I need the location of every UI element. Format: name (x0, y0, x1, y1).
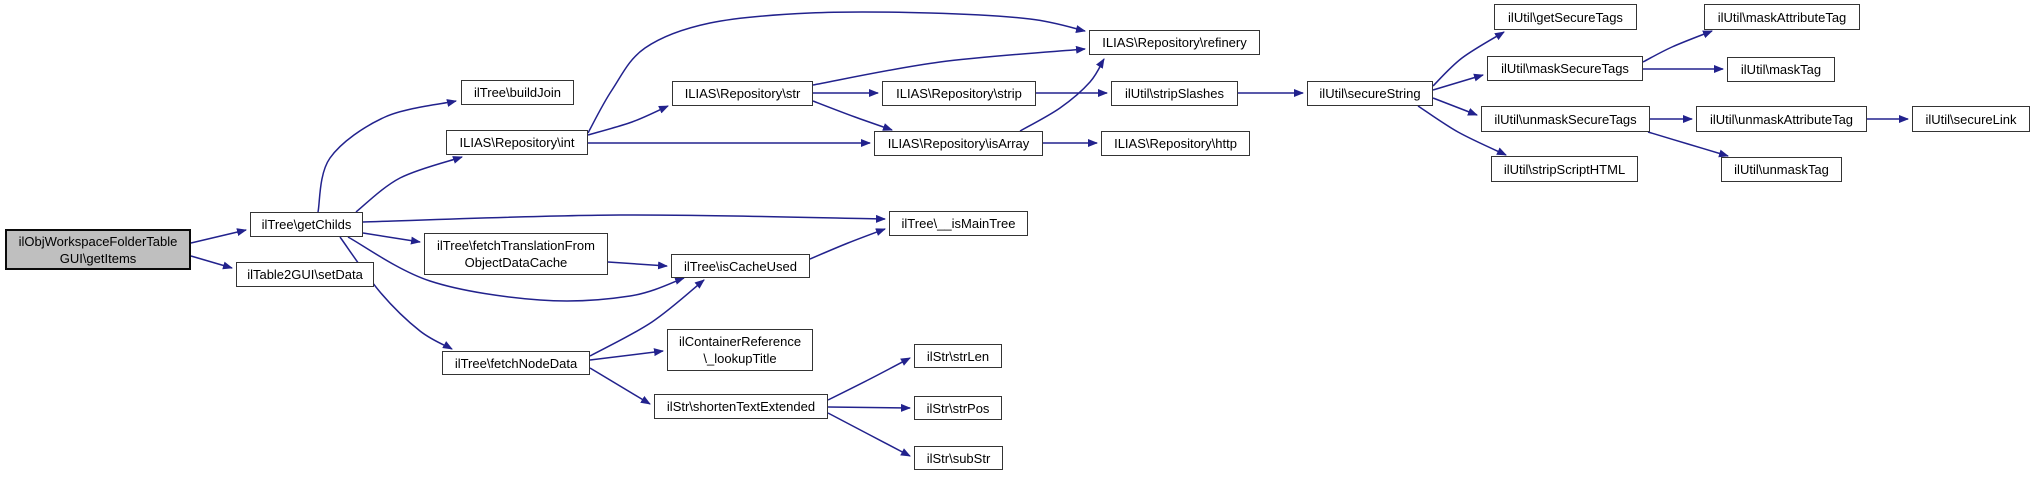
edge-fetchNodeData-to-isCacheUsed (589, 279, 705, 357)
node-getChilds[interactable]: ilTree\getChilds (250, 212, 363, 237)
node-label: ilStr\subStr (926, 450, 991, 466)
edge-fetchNodeData-to-lookupTitle (589, 348, 664, 361)
node-isArray[interactable]: ILIAS\Repository\isArray (874, 131, 1043, 156)
edge-secureString-to-maskSecureTags (1432, 73, 1484, 91)
edge-getChilds-to-int (355, 156, 463, 213)
node-label: ilTree\__isMainTree (901, 216, 1016, 231)
node-subStr[interactable]: ilStr\subStr (914, 446, 1003, 470)
edge-isCacheUsed-to-isMainTree (809, 228, 886, 260)
node-label: ilUtil\getSecureTags (1508, 9, 1623, 25)
node-label: ilTable2GUI\setData (247, 267, 363, 282)
node-unmaskAttributeTag[interactable]: ilUtil\unmaskAttributeTag (1696, 106, 1867, 132)
node-label: ilUtil\secureString (1319, 86, 1421, 101)
node-label: ilTree\buildJoin (474, 85, 561, 100)
edge-int-to-str (587, 105, 669, 136)
node-strLen[interactable]: ilStr\strLen (914, 344, 1002, 368)
node-label: ILIAS\Repository\refinery (1102, 35, 1247, 50)
node-setData[interactable]: ilTable2GUI\setData (236, 262, 374, 287)
edge-maskSecureTags-to-maskAttributeTag (1642, 30, 1713, 63)
edge-getChilds-to-fetchTranslation (362, 232, 421, 245)
node-unmaskTag[interactable]: ilUtil\unmaskTag (1721, 157, 1842, 182)
node-label: ILIAS\Repository\str (684, 86, 801, 101)
node-label: ilStr\strLen (926, 348, 990, 364)
node-label: ilTree\getChilds (261, 217, 352, 232)
node-maskAttributeTag[interactable]: ilUtil\maskAttributeTag (1704, 4, 1860, 30)
node-label: ilUtil\unmaskTag (1734, 162, 1829, 177)
edge-getItems-to-setData (190, 255, 233, 270)
edge-getChilds-to-isCacheUsed (347, 236, 685, 302)
node-getSecureTags[interactable]: ilUtil\getSecureTags (1494, 4, 1637, 30)
node-int[interactable]: ILIAS\Repository\int (446, 130, 588, 155)
node-label: ilUtil\stripSlashes (1125, 86, 1224, 101)
node-stripSlashes[interactable]: ilUtil\stripSlashes (1111, 81, 1238, 106)
node-label: ilObjWorkspaceFolderTable GUI\getItems (18, 233, 178, 266)
edge-secureString-to-unmaskSecureTags (1432, 97, 1478, 116)
node-getItems: ilObjWorkspaceFolderTable GUI\getItems (5, 229, 191, 270)
edge-fetchNodeData-to-shortenTextExtended (589, 367, 651, 405)
node-unmaskSecureTags[interactable]: ilUtil\unmaskSecureTags (1481, 106, 1650, 132)
edge-fetchTranslation-to-isCacheUsed (607, 261, 668, 270)
node-label: ilUtil\unmaskAttributeTag (1709, 111, 1854, 127)
node-buildJoin[interactable]: ilTree\buildJoin (461, 80, 574, 105)
edges-group (190, 11, 1909, 457)
edge-shortenTextExtended-to-subStr (827, 412, 911, 457)
node-label: ilTree\isCacheUsed (684, 258, 797, 274)
node-str[interactable]: ILIAS\Repository\str (672, 81, 813, 106)
node-isMainTree[interactable]: ilTree\__isMainTree (889, 211, 1028, 236)
node-label: ilStr\strPos (926, 400, 990, 416)
edge-getChilds-to-isMainTree (362, 214, 886, 223)
edge-getChilds-to-fetchNodeData (339, 236, 453, 350)
node-maskSecureTags[interactable]: ilUtil\maskSecureTags (1487, 56, 1643, 81)
node-label: ILIAS\Repository\http (1114, 136, 1237, 151)
node-label: ILIAS\Repository\strip (896, 86, 1022, 101)
node-label: ILIAS\Repository\int (459, 135, 575, 150)
node-label: ilStr\shortenTextExtended (666, 399, 816, 414)
edge-getItems-to-getChilds (190, 228, 247, 244)
edge-int-to-refinery (587, 11, 1086, 134)
node-lookupTitle[interactable]: ilContainerReference \_lookupTitle (667, 329, 813, 371)
node-shortenTextExtended[interactable]: ilStr\shortenTextExtended (654, 394, 828, 419)
node-label: ilUtil\maskSecureTags (1501, 61, 1629, 76)
node-label: ilUtil\stripScriptHTML (1503, 161, 1626, 177)
node-fetchTranslation[interactable]: ilTree\fetchTranslationFrom ObjectDataCa… (424, 233, 608, 275)
node-strPos[interactable]: ilStr\strPos (914, 396, 1002, 420)
node-label: ilTree\fetchTranslationFrom ObjectDataCa… (437, 238, 595, 270)
node-label: ilUtil\unmaskSecureTags (1494, 111, 1637, 127)
edge-str-to-isArray (812, 100, 893, 131)
node-label: ilUtil\secureLink (1925, 111, 2017, 127)
node-http[interactable]: ILIAS\Repository\http (1101, 131, 1250, 156)
node-label: ILIAS\Repository\isArray (887, 136, 1030, 151)
node-maskTag[interactable]: ilUtil\maskTag (1727, 57, 1835, 82)
node-label: ilContainerReference \_lookupTitle (678, 334, 802, 366)
node-label: ilUtil\maskAttributeTag (1717, 9, 1847, 25)
node-secureString[interactable]: ilUtil\secureString (1307, 81, 1433, 106)
edge-unmaskSecureTags-to-unmaskTag (1647, 131, 1729, 158)
edge-str-to-refinery (812, 45, 1086, 86)
node-secureLink[interactable]: ilUtil\secureLink (1912, 106, 2030, 132)
edge-secureString-to-stripScriptHTML (1417, 105, 1507, 156)
node-label: ilTree\fetchNodeData (454, 355, 578, 371)
node-refinery[interactable]: ILIAS\Repository\refinery (1089, 30, 1260, 55)
node-label: ilUtil\maskTag (1740, 62, 1822, 77)
edge-shortenTextExtended-to-strLen (827, 357, 911, 401)
edge-getChilds-to-buildJoin (317, 99, 457, 213)
node-fetchNodeData[interactable]: ilTree\fetchNodeData (442, 351, 590, 375)
node-stripScriptHTML[interactable]: ilUtil\stripScriptHTML (1491, 156, 1638, 182)
node-isCacheUsed[interactable]: ilTree\isCacheUsed (671, 254, 810, 278)
edge-isArray-to-refinery (1019, 58, 1105, 132)
edge-shortenTextExtended-to-strPos (827, 403, 911, 412)
node-strip[interactable]: ILIAS\Repository\strip (882, 81, 1036, 106)
edge-secureString-to-getSecureTags (1432, 31, 1505, 87)
